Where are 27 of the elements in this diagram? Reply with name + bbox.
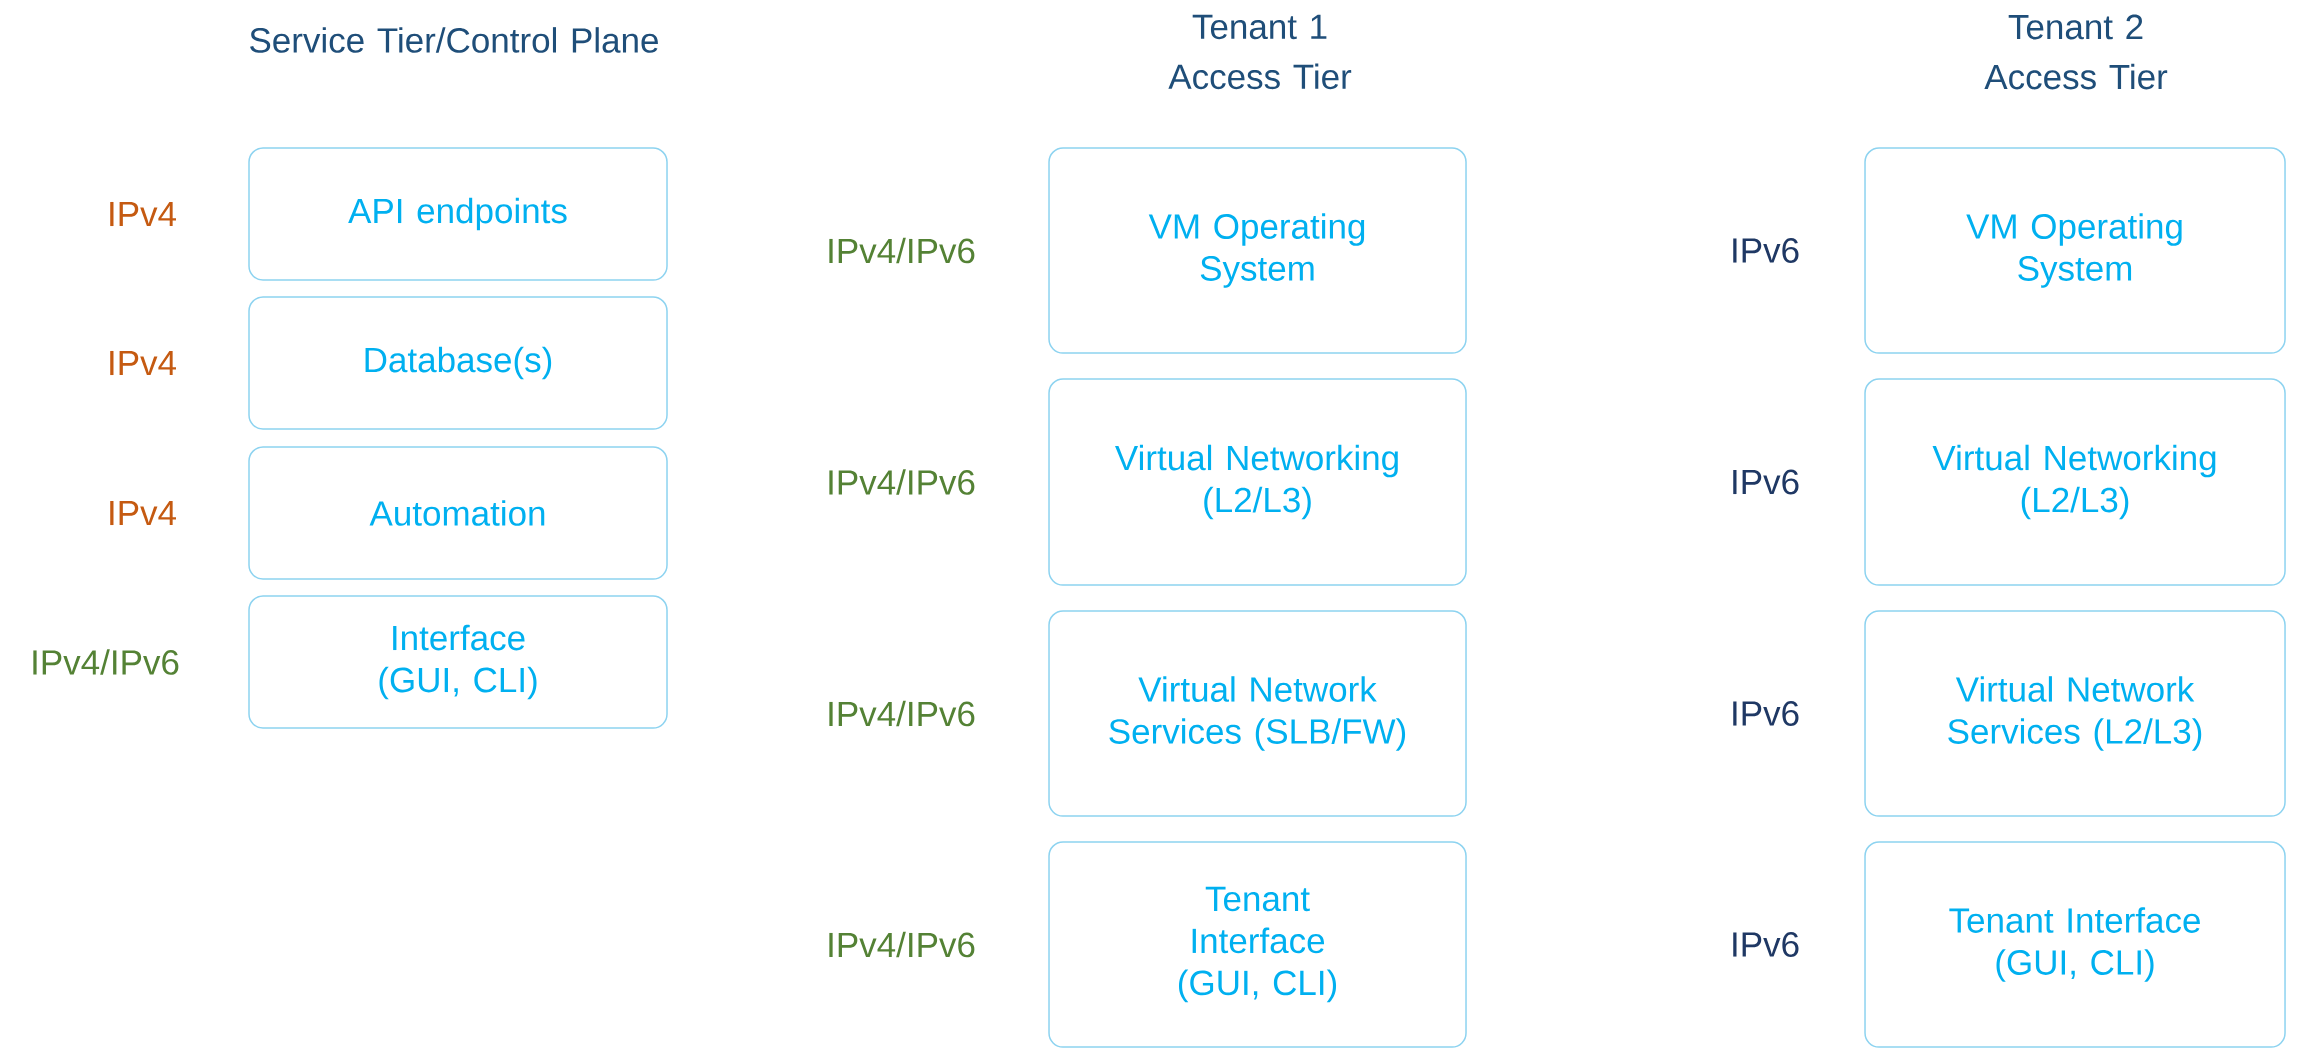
column-heading: Tenant 2 Access Tier <box>1984 14 2168 90</box>
protocol-label: IPv4/IPv6 <box>829 469 975 495</box>
column-heading: Tenant 1 Access Tier <box>1168 14 1352 90</box>
column-heading: Service Tier/Control Plane <box>250 27 658 53</box>
protocol-label: IPv4 <box>110 350 176 376</box>
protocol-label: IPv6 <box>1733 932 1799 957</box>
layer-box: Virtual Networking (L2/L3) <box>1864 378 2286 586</box>
layer-box: VM Operating System <box>1048 147 1467 354</box>
protocol-label: IPv6 <box>1733 701 1799 726</box>
layer-box: Automation <box>248 446 668 580</box>
protocol-label: IPv4/IPv6 <box>829 931 975 958</box>
layer-box: Tenant Interface (GUI, CLI) <box>1864 841 2286 1048</box>
layer-box: Virtual Network Services (L2/L3) <box>1864 610 2286 817</box>
protocol-label: IPv4/IPv6 <box>829 700 975 727</box>
layer-box: Interface (GUI, CLI) <box>248 595 668 729</box>
protocol-label: IPv6 <box>1733 238 1799 263</box>
layer-box: API endpoints <box>248 147 668 281</box>
layer-box: VM Operating System <box>1864 147 2286 354</box>
layer-box: Tenant Interface (GUI, CLI) <box>1048 841 1467 1048</box>
layer-box: Database(s) <box>248 296 668 430</box>
protocol-label: IPv6 <box>1733 469 1799 495</box>
protocol-label: IPv4/IPv6 <box>829 237 975 264</box>
protocol-label: IPv4/IPv6 <box>33 649 179 675</box>
protocol-label: IPv4 <box>110 500 176 526</box>
layer-box: Virtual Networking (L2/L3) <box>1048 378 1467 586</box>
layer-box: Virtual Network Services (SLB/FW) <box>1048 610 1467 817</box>
protocol-label: IPv4 <box>110 201 176 227</box>
